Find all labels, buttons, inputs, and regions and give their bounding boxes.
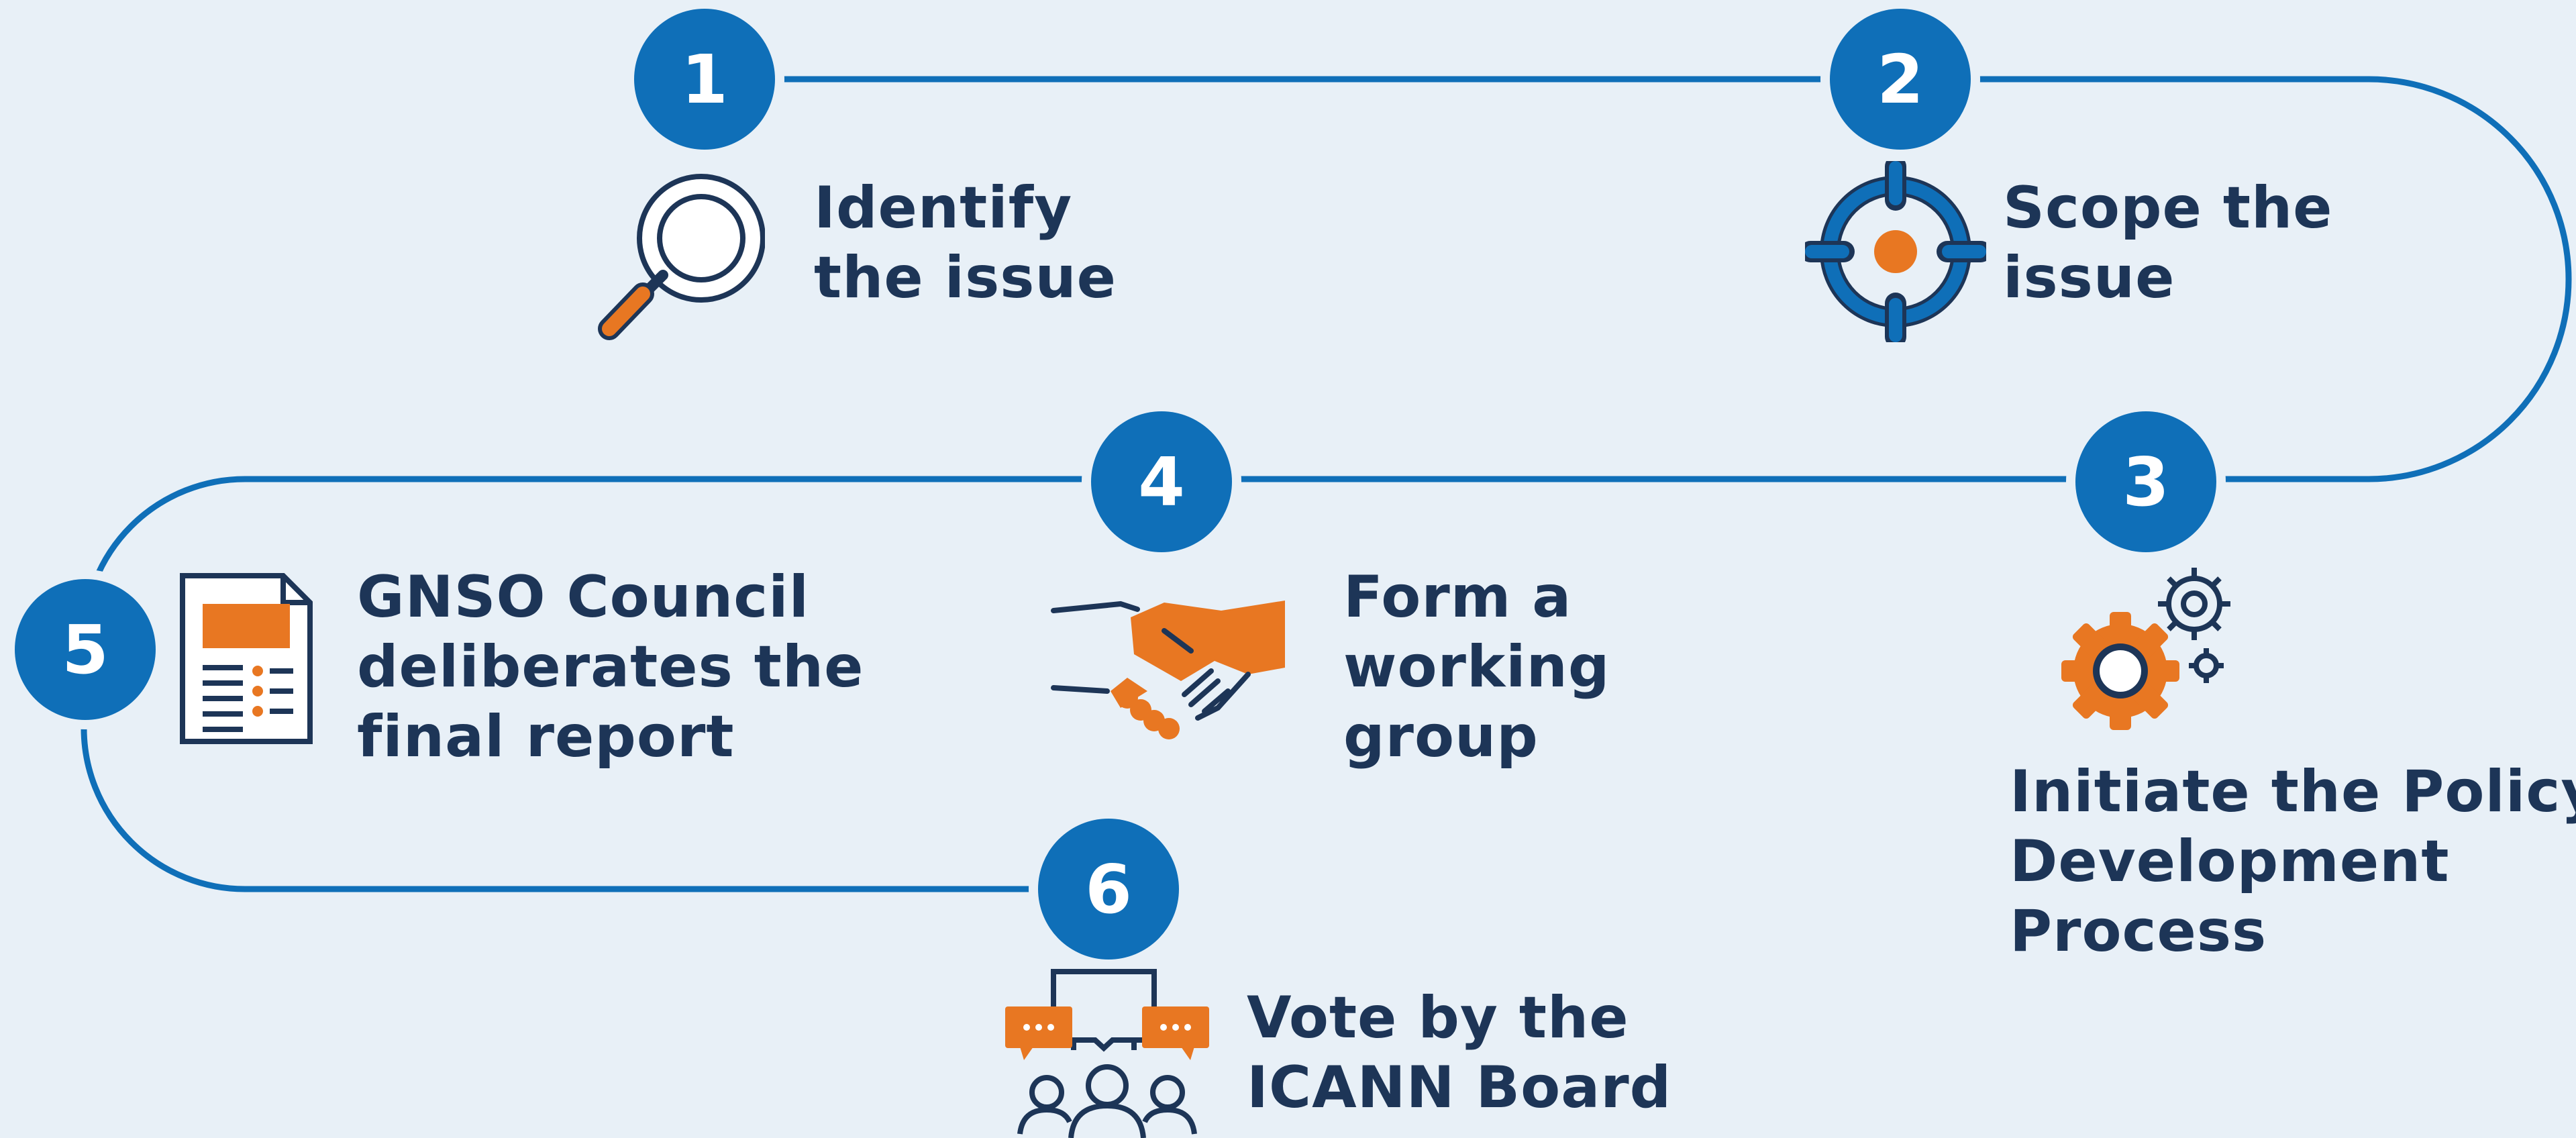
step-1-label: Identify the issue: [814, 173, 1117, 313]
crosshair-target-icon: [1805, 161, 1986, 342]
step-3-line-1: Initiate the Policy: [2010, 758, 2576, 825]
step-2-label: Scope the issue: [2003, 173, 2333, 313]
step-1-badge: 1: [634, 9, 775, 150]
board-vote-icon: [1005, 969, 1209, 1138]
step-6-label: Vote by the ICANN Board: [1247, 983, 1671, 1123]
step-5-line-3: final report: [357, 703, 735, 770]
step-1-line-2: the issue: [814, 244, 1117, 311]
step-4-label: Form a working group: [1343, 562, 1610, 772]
step-6-line-1: Vote by the: [1247, 984, 1629, 1051]
step-2-line-1: Scope the: [2003, 174, 2333, 242]
step-5-line-2: deliberates the: [357, 633, 864, 701]
step-4-line-2: working: [1343, 633, 1610, 701]
step-5-line-1: GNSO Council: [357, 564, 810, 631]
step-2-badge: 2: [1830, 9, 1971, 150]
step-6-badge: 6: [1038, 819, 1179, 960]
handshake-icon: [1051, 601, 1285, 739]
step-2-line-2: issue: [2003, 244, 2175, 311]
step-5-label: GNSO Council deliberates the final repor…: [357, 562, 864, 772]
step-1-line-1: Identify: [814, 174, 1073, 242]
step-4-line-3: group: [1343, 703, 1539, 770]
step-5-badge: 5: [15, 579, 156, 720]
step-3-label: Initiate the Policy Development Process: [2010, 757, 2576, 966]
step-4-line-1: Form a: [1343, 564, 1572, 631]
step-6-line-2: ICANN Board: [1247, 1054, 1672, 1121]
magnifier-icon: [598, 174, 765, 340]
step-4-badge: 4: [1091, 411, 1232, 552]
step-3-line-3: Process: [2010, 898, 2267, 965]
report-document-icon: [180, 573, 313, 744]
step-3-badge: 3: [2075, 411, 2216, 552]
gears-icon: [2061, 568, 2230, 730]
step-3-line-2: Development: [2010, 828, 2450, 895]
